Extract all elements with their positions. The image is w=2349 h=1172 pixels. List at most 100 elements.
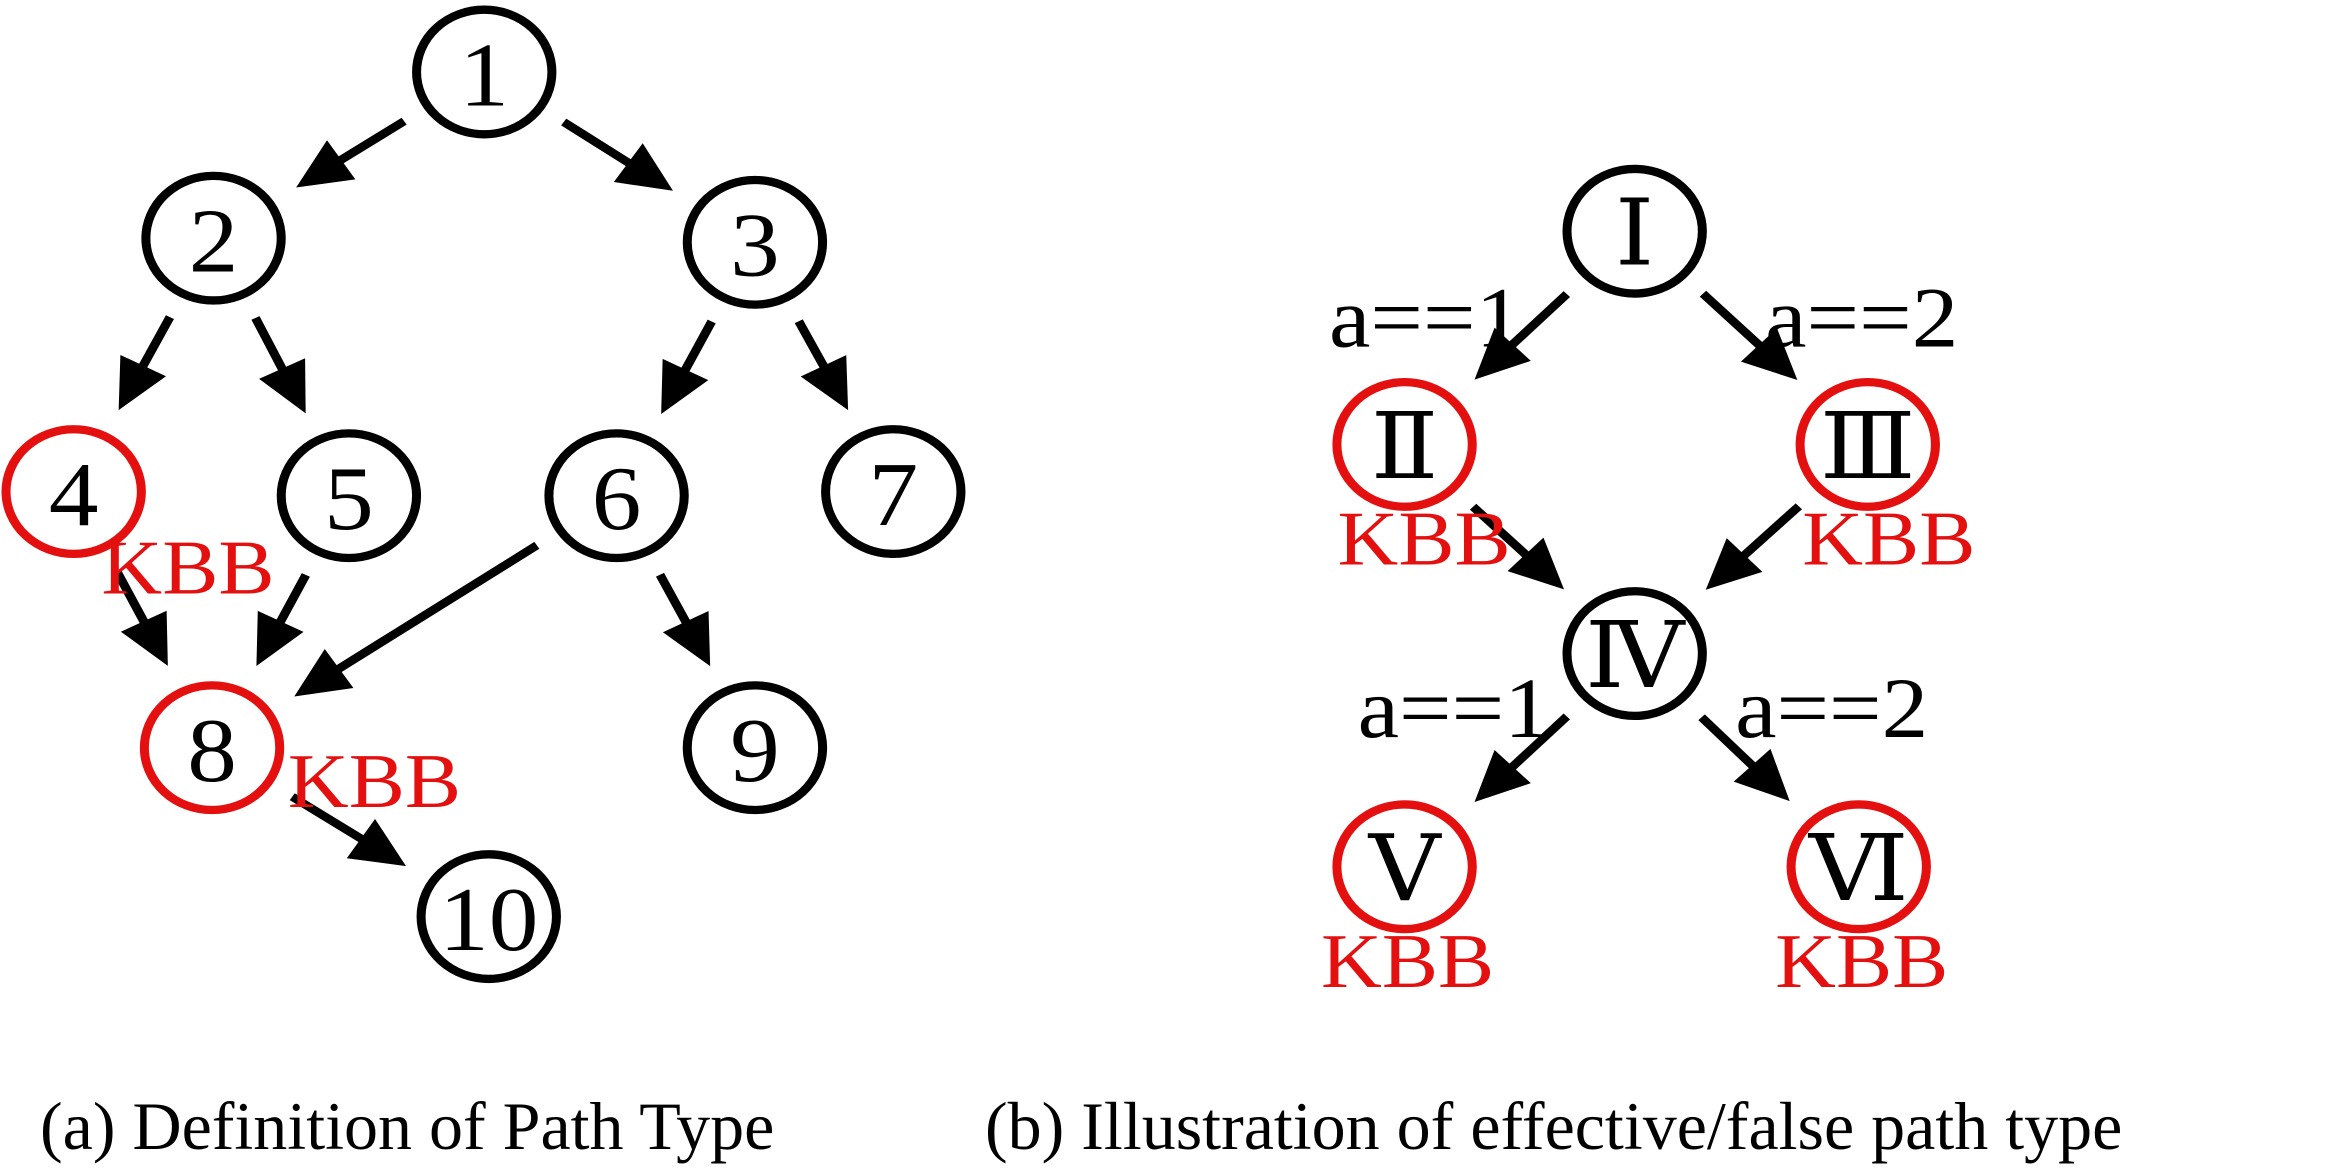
node-label-6: 6 — [592, 448, 642, 550]
edge-6-to-8 — [327, 541, 540, 678]
edge-label-IV-to-V: a==1 — [1358, 662, 1551, 757]
node-label-3: 3 — [730, 194, 780, 296]
edge-1-to-3 — [561, 118, 640, 172]
node-label-7: 7 — [868, 444, 918, 546]
edge-IV-to-VI — [1698, 714, 1763, 776]
edge-II-to-IV — [1469, 503, 1537, 565]
arrowhead-III-to-IV — [1705, 538, 1763, 590]
node-circle-IV — [1562, 587, 1707, 720]
panel-b-edges: a==1 a==2 a==1 a==2 — [1329, 271, 1958, 802]
kbb-label-III: KBB — [1802, 496, 1975, 582]
node-label-5: 5 — [324, 448, 374, 550]
edge-label-I-to-II: a==1 — [1329, 271, 1522, 366]
arrowhead-2-to-4 — [118, 354, 166, 411]
node-2: 2 — [141, 171, 286, 305]
arrowhead-8-to-10 — [346, 818, 407, 867]
kbb-label-VI: KBB — [1775, 918, 1948, 1004]
node-circle-9 — [682, 681, 828, 815]
arrowhead-6-to-9 — [662, 611, 711, 667]
arrowhead-IV-to-VI — [1733, 748, 1790, 802]
node-circle-10 — [416, 850, 561, 984]
node-10: 10 — [416, 850, 561, 984]
arrowhead-3-to-6 — [661, 358, 709, 415]
node-circle-5 — [276, 429, 422, 563]
node-label-9: 9 — [730, 700, 780, 802]
edge-label-I-to-III: a==2 — [1765, 271, 1958, 366]
edge-4-to-8 — [112, 569, 153, 633]
edge-IV-to-V — [1501, 713, 1571, 777]
node-6: 6 — [544, 429, 689, 563]
node-3: 3 — [682, 175, 828, 309]
panel-a-caption: (a) Definition of Path Type — [40, 1088, 775, 1164]
node-label-4: 4 — [49, 444, 99, 546]
node-label-I: Ⅰ — [1615, 183, 1654, 285]
node-circle-1 — [412, 5, 557, 139]
node-circle-VI — [1786, 800, 1931, 934]
node-label-II: Ⅱ — [1371, 396, 1438, 498]
node-7: 7 — [821, 425, 966, 558]
arrowhead-3-to-7 — [800, 355, 849, 411]
kbb-label-8: KBB — [288, 738, 461, 824]
edge-8-to-10 — [289, 793, 373, 848]
node-1: 1 — [412, 5, 557, 139]
node-IV: Ⅳ — [1562, 587, 1707, 720]
panel-b-caption: (b) Illustration of effective/false path… — [985, 1088, 2123, 1164]
node-label-III: Ⅲ — [1820, 396, 1916, 498]
arrowhead-2-to-5 — [259, 358, 306, 414]
arrowhead-I-to-II — [1474, 327, 1531, 380]
kbb-label-4: KBB — [101, 525, 274, 611]
edge-3-to-6 — [676, 319, 716, 381]
node-label-8: 8 — [187, 700, 237, 802]
kbb-label-V: KBB — [1321, 918, 1494, 1004]
node-circle-I — [1562, 164, 1707, 298]
arrowhead-4-to-8 — [120, 610, 168, 666]
node-circle-II — [1332, 378, 1477, 511]
node-circle-V — [1332, 800, 1477, 934]
node-9: 9 — [682, 681, 828, 815]
node-8: 8 KBB — [139, 681, 461, 824]
edge-5-to-8 — [271, 573, 310, 633]
edge-I-to-II — [1501, 291, 1571, 355]
edge-6-to-9 — [655, 572, 695, 633]
arrowhead-1-to-2 — [296, 140, 356, 188]
arrowhead-II-to-IV — [1507, 537, 1565, 590]
node-5: 5 — [276, 429, 422, 563]
kbb-label-II: KBB — [1338, 496, 1511, 582]
edge-I-to-III — [1699, 290, 1770, 355]
node-circle-4 — [1, 425, 146, 558]
node-circle-3 — [682, 175, 828, 309]
edge-3-to-7 — [794, 319, 833, 377]
edge-1-to-2 — [329, 117, 407, 169]
panel-a-edges — [112, 117, 849, 867]
edge-2-to-5 — [251, 316, 291, 380]
node-label-VI: Ⅵ — [1808, 819, 1909, 921]
node-I: Ⅰ — [1562, 164, 1707, 298]
node-label-IV: Ⅳ — [1585, 606, 1686, 708]
node-circle-6 — [544, 429, 689, 563]
node-label-10: 10 — [439, 869, 538, 971]
edge-III-to-IV — [1733, 503, 1802, 565]
arrowhead-I-to-III — [1740, 328, 1798, 381]
node-label-V: Ⅴ — [1368, 819, 1443, 921]
arrowhead-5-to-8 — [256, 610, 304, 666]
arrowhead-1-to-3 — [613, 143, 673, 191]
arrowhead-6-to-8 — [294, 649, 354, 697]
node-label-2: 2 — [189, 190, 239, 292]
edge-label-IV-to-VI: a==2 — [1735, 662, 1928, 757]
node-circle-7 — [821, 425, 966, 558]
node-circle-III — [1795, 378, 1940, 511]
arrowhead-IV-to-V — [1474, 749, 1531, 802]
node-circle-8 — [139, 681, 285, 815]
node-label-1: 1 — [459, 24, 509, 126]
node-circle-2 — [141, 171, 286, 305]
